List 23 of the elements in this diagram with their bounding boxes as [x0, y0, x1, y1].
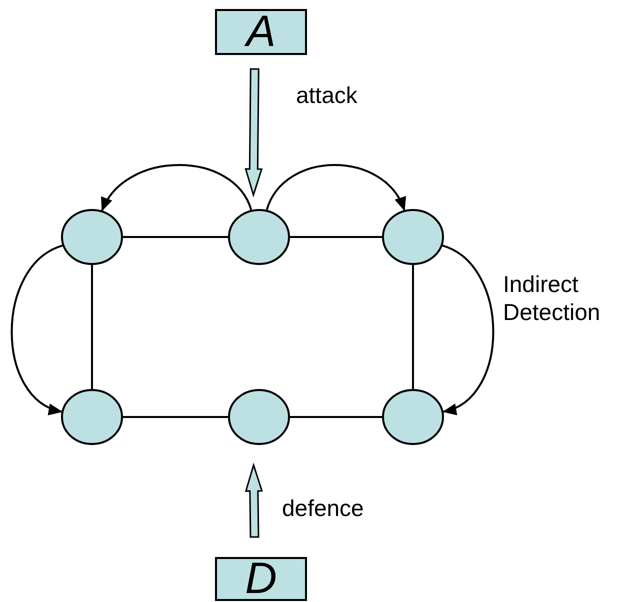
circle-node — [228, 389, 290, 445]
curved-arrow — [442, 244, 494, 414]
connector-line — [123, 236, 228, 238]
connector-line — [123, 416, 228, 418]
circle-node — [61, 209, 123, 265]
agent-box — [215, 9, 307, 55]
block-arrow — [244, 68, 263, 198]
agent-box — [215, 557, 307, 601]
curved-arrow — [101, 164, 252, 212]
connector-line — [412, 265, 414, 389]
annotation-text: Indirect Detection — [503, 270, 602, 326]
circle-node — [228, 209, 290, 265]
curved-arrow — [266, 164, 406, 212]
node-label: A — [246, 10, 276, 54]
connector-line — [290, 236, 382, 238]
connector-line — [91, 265, 93, 389]
node-label: D — [245, 557, 277, 601]
circle-node — [382, 209, 444, 265]
circle-node — [61, 389, 123, 445]
block-arrow — [244, 462, 263, 538]
connector-line — [290, 416, 382, 418]
circle-node — [382, 389, 444, 445]
curved-arrow — [10, 244, 63, 414]
